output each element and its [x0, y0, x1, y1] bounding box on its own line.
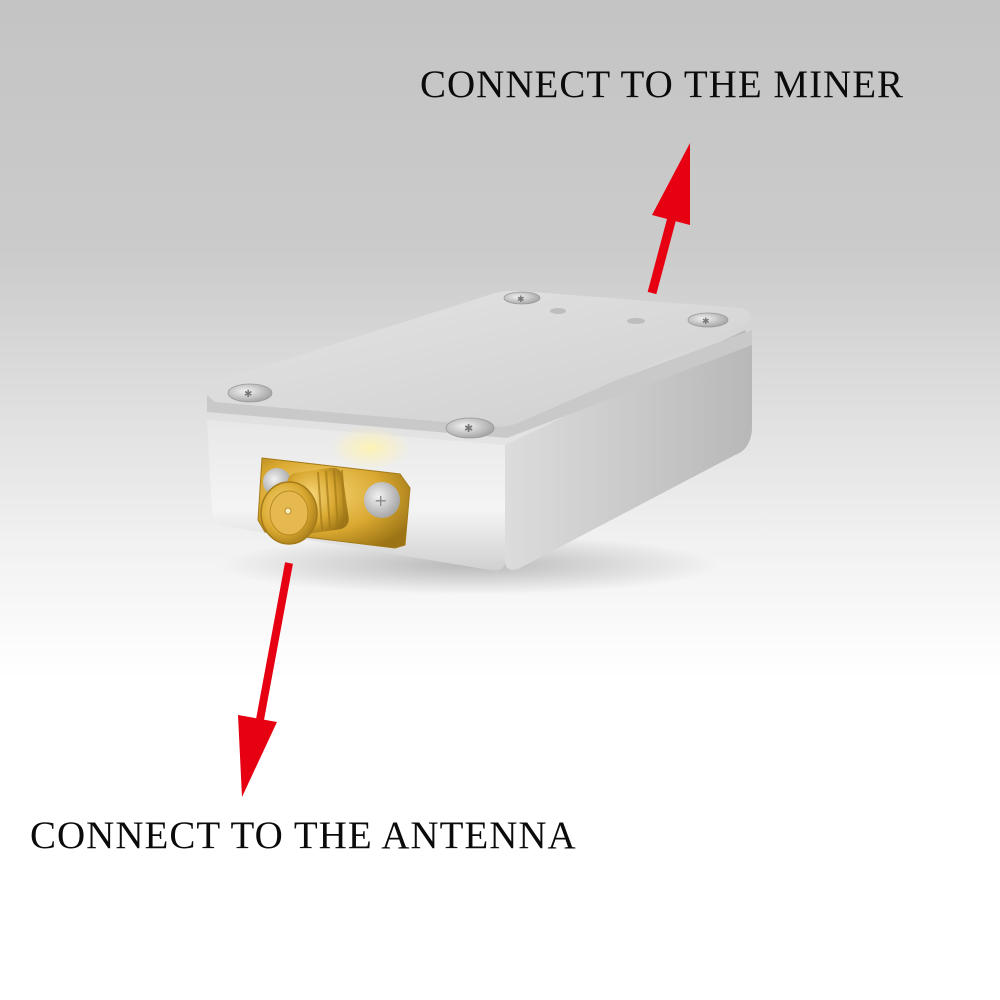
- svg-text:✱: ✱: [464, 422, 473, 435]
- svg-text:✱: ✱: [702, 317, 710, 327]
- screw-icon: [445, 417, 495, 439]
- sma-pin: [284, 507, 292, 515]
- svg-text:+: +: [374, 491, 387, 510]
- enclosure-lid: [206, 290, 751, 427]
- label-connect-to-antenna: CONNECT TO THE ANTENNA: [30, 814, 577, 857]
- screw-icon: [503, 291, 541, 305]
- screw-icon: [227, 383, 273, 403]
- arrow-down-icon: [255, 562, 293, 726]
- screw-icon: [687, 312, 729, 328]
- svg-text:✱: ✱: [244, 389, 252, 400]
- enclosure-side: [505, 330, 752, 570]
- label-connect-to-miner: CONNECT TO THE MINER: [420, 63, 905, 106]
- arrow-to-antenna: [238, 562, 293, 797]
- arrow-to-miner: [647, 143, 690, 295]
- connector-glow: [330, 426, 410, 470]
- lid-hole: [550, 308, 566, 314]
- screw-icon: [364, 482, 400, 518]
- lid-screws: ✱ ✱ ✱ ✱: [227, 291, 729, 439]
- device-enclosure: ✱ ✱ ✱ ✱ +: [206, 290, 752, 571]
- svg-text:✱: ✱: [517, 295, 525, 305]
- sma-connector: [260, 467, 349, 545]
- lid-hole: [627, 318, 645, 324]
